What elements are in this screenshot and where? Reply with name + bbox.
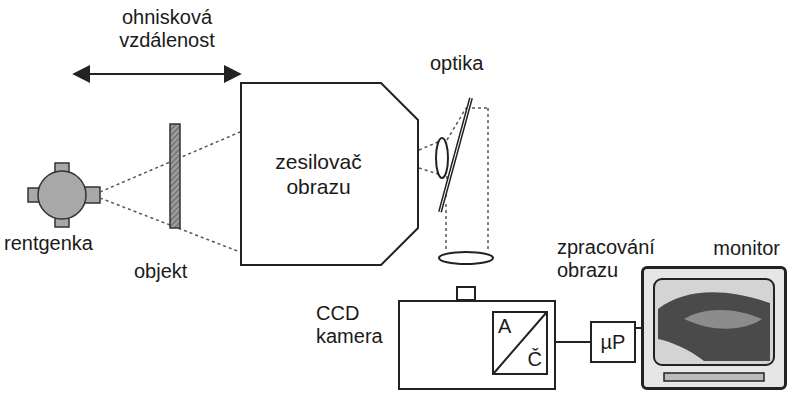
intensifier-outline — [240, 82, 419, 266]
monitor-screen — [644, 269, 784, 387]
xray-image-light — [684, 310, 762, 329]
diagonal-line — [494, 313, 546, 373]
tube-label: rentgenka — [4, 232, 114, 255]
light-path — [419, 108, 488, 250]
optics-label: optika — [430, 52, 520, 75]
mirror-face — [440, 98, 471, 212]
digital-label: Č — [528, 348, 542, 371]
xray-image — [658, 292, 770, 361]
object-plate — [170, 124, 180, 228]
distance-label: ohnisková vzdálenost — [92, 6, 242, 52]
monitor-label: monitor — [713, 237, 780, 260]
lens — [439, 252, 493, 264]
image-intensifier: zesilovač obrazu — [240, 82, 419, 266]
analog-label: A — [498, 315, 511, 338]
intensifier-shape — [241, 83, 418, 265]
ad-converter: AČ — [492, 311, 548, 375]
distance-arrow — [74, 73, 240, 75]
object-label: objekt — [134, 260, 224, 283]
monitor: monitor — [641, 266, 787, 390]
camera-label: CCD kamera — [316, 302, 392, 348]
mirror — [440, 98, 471, 212]
wire — [556, 341, 590, 343]
monitor-stand — [664, 373, 764, 381]
lens-mount — [457, 287, 475, 300]
intensifier-label: zesilovač obrazu — [259, 149, 379, 199]
ccd-camera: CCD kameraAČ — [398, 300, 556, 390]
processor-label: µP — [601, 331, 626, 354]
lens — [436, 138, 448, 178]
processing-label: zpracování obrazu — [557, 236, 687, 282]
microprocessor-box: µP — [590, 321, 636, 363]
screen-glass — [654, 279, 774, 365]
xray-tube — [28, 163, 100, 227]
